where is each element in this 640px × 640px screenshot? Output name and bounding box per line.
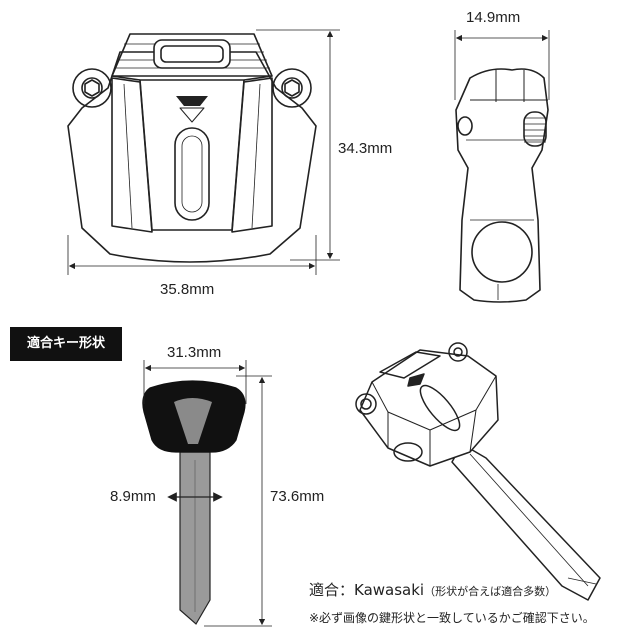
side-body-outline xyxy=(455,68,549,303)
perspective-oval-window xyxy=(419,384,461,432)
side-dimension-lines xyxy=(454,30,550,100)
side-view xyxy=(455,68,549,303)
front-body-outline xyxy=(67,51,317,263)
perspective-right-ear xyxy=(448,342,468,362)
compatibility-note: （形状が合えば適合多数） xyxy=(424,585,557,598)
section-label: 適合キー形状 xyxy=(10,327,122,361)
perspective-bottom-hole xyxy=(393,442,423,462)
top-cap xyxy=(111,33,273,77)
dim-key-blade-width: 8.9mm xyxy=(110,488,156,505)
front-dimension-lines xyxy=(67,29,340,275)
perspective-emblem-icon xyxy=(407,373,425,387)
left-ear xyxy=(72,68,112,108)
right-screw-icon xyxy=(281,77,303,99)
dim-front-height: 34.3mm xyxy=(338,140,393,157)
perspective-left-ear xyxy=(355,393,377,415)
side-knurled-screw-icon xyxy=(523,111,547,147)
front-view xyxy=(67,33,317,263)
kawasaki-emblem-icon xyxy=(176,96,208,106)
top-slot xyxy=(153,39,231,69)
key-head-insert xyxy=(174,398,212,444)
dim-side-width: 14.9mm xyxy=(466,9,521,26)
right-ear xyxy=(272,68,312,108)
key-shape xyxy=(142,380,246,625)
dim-front-width: 35.8mm xyxy=(160,281,215,298)
center-oval-window xyxy=(174,127,210,221)
compatibility-label: 適合：Kawasaki xyxy=(309,581,425,599)
perspective-body xyxy=(359,349,499,467)
dim-key-length: 73.6mm xyxy=(270,488,325,505)
compatibility-line: 適合：Kawasaki（形状が合えば適合多数） xyxy=(309,579,556,600)
left-side-panel xyxy=(111,77,153,233)
left-screw-icon xyxy=(81,77,103,99)
perspective-view xyxy=(355,342,601,601)
perspective-key-blade xyxy=(451,443,601,601)
perspective-top-slot xyxy=(379,351,441,379)
disclaimer-note: ※必ず画像の鍵形状と一致しているかご確認下さい。 xyxy=(309,611,595,625)
dim-key-head-width: 31.3mm xyxy=(167,344,222,361)
side-key-hole xyxy=(471,221,533,283)
right-side-panel xyxy=(231,77,273,233)
key-dimension-lines xyxy=(143,360,272,627)
side-left-screw-icon xyxy=(457,116,473,136)
